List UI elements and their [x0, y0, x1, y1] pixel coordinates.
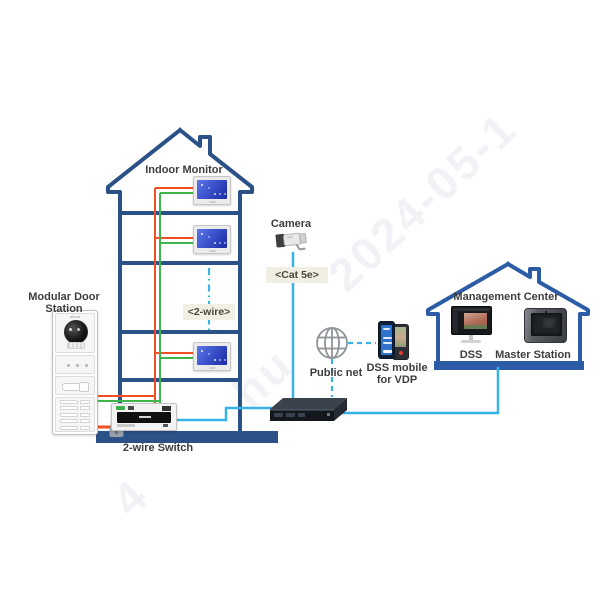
camera-label: Camera [270, 218, 312, 230]
door-station-nameplate-module [55, 376, 95, 395]
management-ground-bar [434, 361, 584, 370]
globe-icon [316, 327, 348, 359]
management-center-cable [340, 367, 500, 415]
two-wire-red-wiring [98, 187, 193, 406]
cat5e-tag: <Cat 5e> [266, 267, 328, 283]
switch-display [117, 412, 171, 423]
bullet-camera-icon [275, 232, 307, 251]
two-wire-switch-device [111, 403, 177, 431]
house-ground-bar [96, 431, 278, 443]
master-station-camera-dot [544, 310, 547, 313]
door-station-indicator-module [55, 355, 95, 374]
dss-mobile-label: DSS mobile for VDP [366, 362, 428, 387]
modular-door-station-device: alhua [52, 310, 98, 435]
monitor-screen [197, 180, 227, 199]
management-center-label: Management Center [453, 291, 559, 303]
public-net-label: Public net [309, 367, 363, 379]
management-center-outline [426, 261, 590, 370]
door-station-speaker [67, 342, 85, 349]
end-call-dot [398, 351, 403, 355]
master-station-label: Master Station [495, 349, 571, 361]
door-station-camera-module: alhua [55, 313, 95, 353]
two-wire-tag: <2-wire> [183, 304, 235, 320]
two-wire-green-wiring [98, 192, 193, 406]
floor-lines [118, 211, 242, 382]
smartphone-dss-app-icon [378, 321, 395, 359]
residential-house-outline [96, 127, 278, 443]
dss-video-window [464, 313, 487, 329]
door-station-lens [64, 320, 88, 344]
master-station-device [524, 308, 567, 343]
dss-workstation-monitor [451, 306, 492, 335]
network-switch-icon [270, 398, 347, 421]
indoor-monitor-label: Indoor Monitor [145, 164, 223, 176]
two-wire-switch-label: 2-wire Switch [122, 442, 194, 454]
monitor-screen [197, 346, 227, 365]
door-station-keypad-module [55, 397, 95, 432]
indoor-monitor-1 [193, 176, 231, 205]
indoor-monitor-2 [193, 225, 231, 254]
switch-uplink-cable [177, 406, 272, 422]
door-station-label: Modular Door Station [28, 291, 100, 316]
master-station-screen [531, 313, 562, 336]
monitor-screen [197, 229, 227, 248]
indoor-monitor-3 [193, 342, 231, 371]
dss-label: DSS [459, 349, 483, 361]
